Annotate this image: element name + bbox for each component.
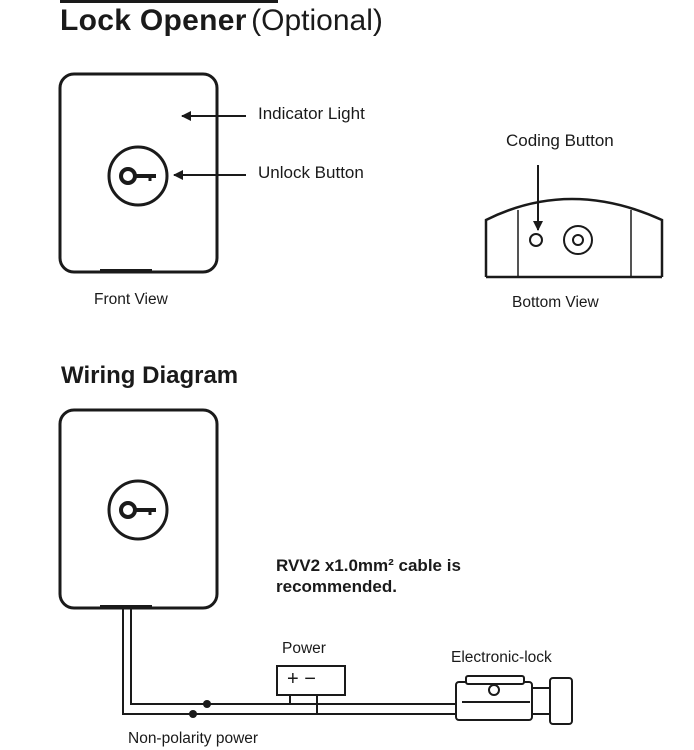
- wiring-diagram-title: Wiring Diagram: [61, 362, 239, 389]
- wiring-device: [58, 408, 219, 610]
- junction-dot: [189, 710, 197, 718]
- key-icon: [107, 145, 169, 207]
- page-title: Lock Opener (Optional): [60, 4, 383, 37]
- power-label: Power: [282, 640, 326, 657]
- coding-button-label: Coding Button: [506, 131, 614, 150]
- electronic-lock: [455, 675, 573, 725]
- power-polarity: + −: [287, 668, 316, 690]
- cable-note-line2: recommended.: [276, 577, 397, 596]
- unlock-button-label: Unlock Button: [258, 163, 364, 182]
- non-polarity-label: Non-polarity power: [128, 730, 259, 747]
- top-rule: [60, 0, 278, 3]
- front-view-caption: Front View: [94, 291, 168, 308]
- bottom-view-caption: Bottom View: [512, 294, 599, 311]
- key-icon: [107, 479, 169, 541]
- bottom-view-device: [484, 197, 664, 279]
- wires: [122, 608, 460, 715]
- electronic-lock-label: Electronic-lock: [451, 649, 552, 666]
- power-box: [276, 665, 346, 696]
- front-view-device: [58, 72, 219, 274]
- cable-note-line1: RVV2 x1.0mm² cable is: [276, 556, 461, 575]
- junction-dot: [203, 700, 211, 708]
- indicator-light-label: Indicator Light: [258, 104, 365, 123]
